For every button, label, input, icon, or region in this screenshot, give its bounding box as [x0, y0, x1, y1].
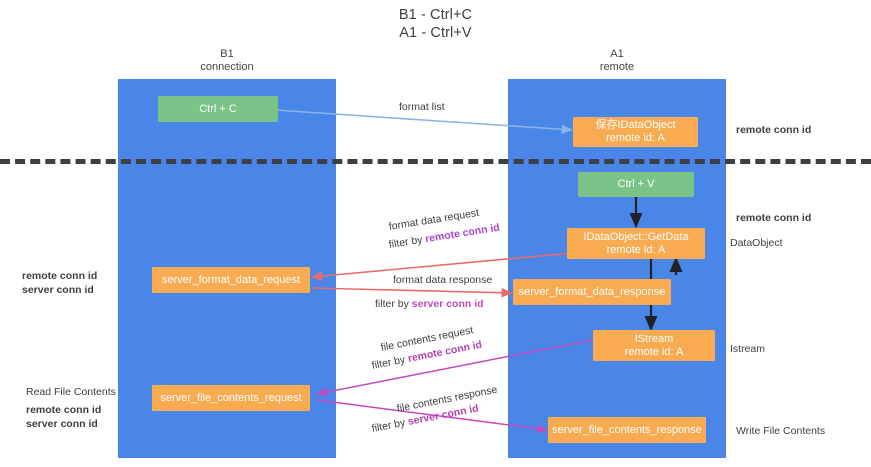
node-ctrl-c[interactable]: Ctrl + C	[158, 96, 278, 122]
edge-file-contents-response	[316, 399, 548, 434]
node-server-format-data-response[interactable]: server_format_data_response	[513, 279, 671, 305]
annotation-dataobject: DataObject	[730, 237, 783, 249]
node-server-format-data-response-label: server_format_data_response	[518, 285, 666, 298]
section-divider	[0, 159, 871, 164]
node-idataobject-line2: remote id: A	[606, 132, 665, 144]
title-line-1: B1 - Ctrl+C	[398, 7, 473, 23]
annotation-remote-conn-id-top: remote conn id	[736, 124, 812, 136]
edge-format-data-response	[311, 287, 513, 298]
lane-header-a1: A1 remote	[508, 48, 726, 74]
edge-file-contents-request	[316, 339, 593, 397]
node-idataobject[interactable]: 保存IDataObject remote id: A	[573, 117, 698, 147]
edge-label-format-data-response-filter: filter by server conn id	[375, 298, 484, 311]
node-idataobject-getdata[interactable]: IDataObject::GetData remote id: A	[567, 228, 705, 259]
annotation-left-server-conn-id-2: server conn id	[26, 418, 98, 430]
node-server-file-contents-response-label: server_file_contents_response	[552, 423, 702, 436]
annotation-left-server-conn-id-1: server conn id	[22, 284, 94, 296]
node-server-file-contents-request[interactable]: server_file_contents_request	[152, 385, 310, 411]
node-server-file-contents-request-label: server_file_contents_request	[160, 391, 302, 404]
node-getdata-line2: remote id: A	[606, 243, 666, 256]
node-ctrl-v-label: Ctrl + V	[617, 178, 655, 190]
annotation-left-remote-conn-id-2: remote conn id	[26, 404, 102, 416]
annotation-left-remote-conn-id-1: remote conn id	[22, 270, 98, 282]
node-ctrl-c-label: Ctrl + C	[199, 102, 237, 115]
lane-b1-name: B1	[220, 48, 234, 60]
node-server-format-data-request-label: server_format_data_request	[161, 273, 301, 286]
node-istream[interactable]: IStream remote id: A	[593, 330, 715, 361]
node-ctrl-v[interactable]: Ctrl + V	[578, 172, 694, 197]
lane-a1-role: remote	[599, 61, 635, 73]
edge-label-format-list: format list	[399, 101, 445, 113]
filter-key-server-conn-id: server conn id	[411, 298, 484, 310]
node-idataobject-line1: 保存IDataObject	[595, 119, 676, 131]
lane-b1-role: connection	[200, 61, 254, 73]
node-istream-line2: remote id: A	[624, 345, 684, 358]
annotation-read-file-contents: Read File Contents	[26, 386, 116, 398]
annotation-write-file-contents: Write File Contents	[736, 425, 826, 437]
node-getdata-line1: IDataObject::GetData	[583, 230, 689, 243]
node-server-file-contents-response[interactable]: server_file_contents_response	[548, 417, 706, 443]
diagram-title: B1 - Ctrl+C A1 - Ctrl+V	[0, 6, 871, 42]
edge-format-data-request	[311, 252, 573, 281]
node-istream-line1: IStream	[634, 332, 674, 345]
title-line-2: A1 - Ctrl+V	[399, 25, 472, 41]
annotation-remote-conn-id-mid: remote conn id	[736, 212, 812, 224]
node-server-format-data-request[interactable]: server_format_data_request	[152, 267, 310, 293]
edge-label-format-data-response: format data response	[393, 274, 493, 286]
lane-header-b1: B1 connection	[118, 48, 336, 74]
annotation-istream: Istream	[730, 343, 766, 355]
edge-format-list	[274, 109, 573, 135]
lane-a1-name: A1	[610, 48, 624, 60]
filter-prefix: filter by	[375, 298, 412, 310]
